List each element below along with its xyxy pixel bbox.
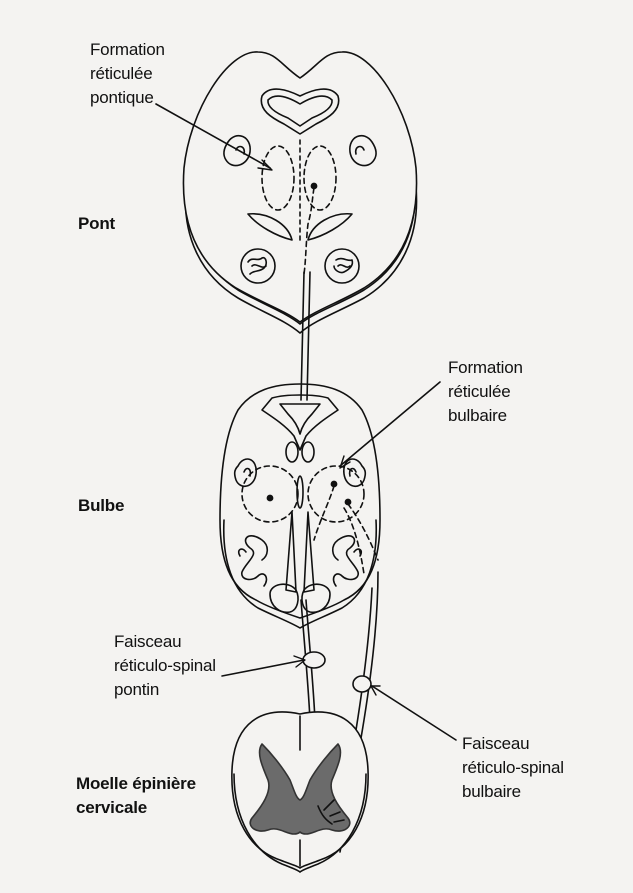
label-formation-pontique: Formation réticulée pontique (90, 38, 165, 110)
label-line: bulbaire (448, 404, 523, 428)
label-line: Moelle épinière (76, 772, 196, 796)
label-faisceau-bulbaire: Faisceau réticulo-spinal bulbaire (462, 732, 564, 804)
label-line: pontique (90, 86, 165, 110)
label-line: Formation (448, 356, 523, 380)
leader-faisceau-bulbaire (372, 686, 456, 740)
spinal-cord-section (232, 712, 368, 872)
label-line: Formation (90, 38, 165, 62)
label-line: Bulbe (78, 494, 124, 518)
label-line: pontin (114, 678, 216, 702)
label-line: Faisceau (462, 732, 564, 756)
label-moelle: Moelle épinière cervicale (76, 772, 196, 820)
medulla-section (220, 384, 380, 628)
label-line: bulbaire (462, 780, 564, 804)
label-faisceau-pontin: Faisceau réticulo-spinal pontin (114, 630, 216, 702)
label-formation-bulbaire: Formation réticulée bulbaire (448, 356, 523, 428)
label-line: cervicale (76, 796, 196, 820)
leader-faisceau-pontin (222, 660, 304, 676)
label-pont: Pont (78, 212, 115, 236)
pons-section (183, 52, 416, 333)
label-line: réticulo-spinal (462, 756, 564, 780)
label-line: réticulée (448, 380, 523, 404)
label-bulbe: Bulbe (78, 494, 124, 518)
label-line: Faisceau (114, 630, 216, 654)
label-line: réticulée (90, 62, 165, 86)
label-line: Pont (78, 212, 115, 236)
label-line: réticulo-spinal (114, 654, 216, 678)
